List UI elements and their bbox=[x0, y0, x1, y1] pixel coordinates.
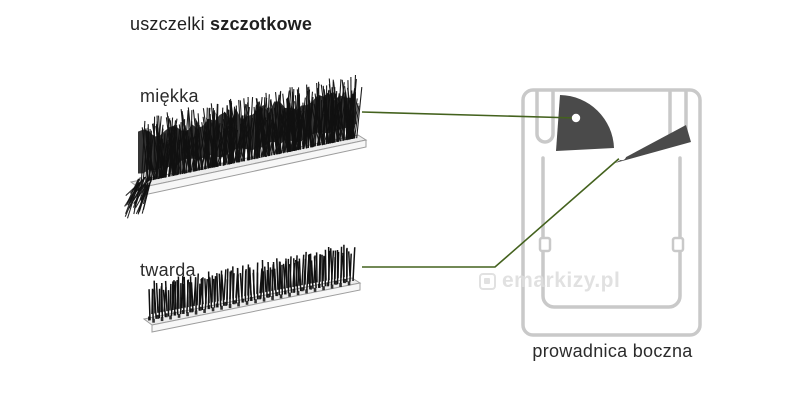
hard-brush-label: twarda bbox=[140, 260, 196, 280]
rail-label: prowadnica boczna bbox=[532, 341, 693, 361]
soft-brush-illustration bbox=[124, 74, 368, 219]
hard-connector-line bbox=[362, 155, 623, 268]
soft-connector-line bbox=[361, 111, 577, 119]
connector-lines bbox=[361, 111, 627, 268]
hard-brush-marker-shape bbox=[615, 125, 691, 163]
soft-brush-bristles bbox=[124, 74, 363, 219]
rail-outer-contour bbox=[521, 88, 702, 337]
hard-marker-dot bbox=[617, 151, 627, 161]
hard-brush-base-front bbox=[151, 282, 361, 333]
hard-brush-spikes bbox=[148, 244, 356, 323]
rail-inner-contour bbox=[541, 156, 682, 309]
soft-marker-dot bbox=[571, 113, 581, 123]
rail-right-notch bbox=[671, 236, 685, 253]
hard-brush-illustration bbox=[142, 244, 362, 333]
watermark-logo-icon bbox=[479, 272, 496, 290]
title-bold: szczotkowe bbox=[210, 14, 313, 34]
watermark: emarkizy.pl bbox=[479, 269, 620, 293]
soft-brush-label: miękka bbox=[140, 86, 199, 106]
title-regular: uszczelki bbox=[130, 14, 211, 34]
rail-profile-illustration bbox=[521, 88, 702, 337]
page-title: uszczelki szczotkowe bbox=[130, 14, 312, 35]
rail-left-notch bbox=[538, 236, 552, 253]
soft-brush-marker-shape bbox=[556, 95, 614, 151]
rail-left-hook bbox=[535, 90, 555, 144]
watermark-text: emarkizy.pl bbox=[502, 269, 621, 292]
